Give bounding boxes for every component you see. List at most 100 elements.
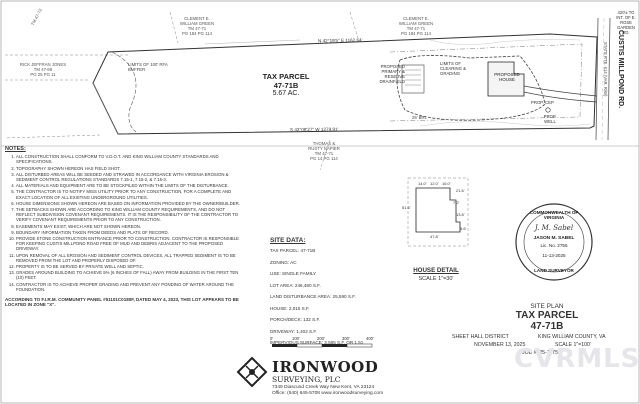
well-label-line: PROP. (543, 114, 557, 119)
parcel-title-line: TAX PARCEL (262, 72, 310, 81)
surveyor-seal (515, 203, 593, 281)
house-dim: 5.6' (460, 226, 467, 231)
adjoiner-north-line: TM 47-71 (187, 26, 207, 31)
note-item: ALL DISTURBED AREAS WILL BE SEEDED AND S… (16, 172, 245, 182)
adjoiner-north-line: TM 47-71 (406, 26, 426, 31)
mls-watermark: CVRMLS (514, 344, 640, 374)
note-item: BOUNDARY INFORMATION TAKEN FROM DEEDS AN… (16, 230, 245, 235)
setback-label: 25' BRL (412, 115, 427, 120)
scale-label: 300' (342, 336, 350, 341)
adjoiner-north-line: PG 184 PG 114 (181, 31, 213, 36)
site-data-row: DRIVEWAY: 1,402 S.F. (270, 328, 317, 334)
well-symbol (545, 107, 551, 113)
ironwood-logo (236, 356, 268, 388)
house-detail-title: HOUSE DETAIL (413, 267, 459, 274)
house-dim: 21.6' (456, 188, 465, 193)
note-item: EASEMENTS MAY EXIST, WHICH ARE NOT SHOWN… (16, 224, 245, 229)
house-label: PROPOSED HOUSE (493, 72, 521, 82)
bearing-south: S 43°08'27" W 1279.91' (289, 126, 339, 133)
adjoiner-north-line: CLEMENT E. (184, 16, 210, 21)
seal-license: Lic. No. 2755 (540, 243, 568, 248)
seal-name: JASON M. SABEL (533, 236, 575, 241)
firm-phone-web: Office: (540) 645-5708 www.ironwoodsurve… (272, 391, 384, 396)
note-item: THE CONTRACTOR IS TO NOTIFY MISS UTILITY… (16, 189, 245, 199)
plan-title: SITE PLAN TAX PARCEL 47-71B (460, 303, 634, 332)
scale-bar (272, 343, 373, 348)
fema-note: ACCORDING TO F.I.R.M. COMMUNITY PANEL #5… (5, 297, 239, 308)
drainfield-label: PROPOSED PRIMARY & RESERVE DRAINFIELD (365, 64, 405, 84)
rfa-buffer-label: LIMITS OF 100' RFA BUFFER (128, 62, 168, 72)
site-data-row: IMPERVIOUS SURFACE: 3,565 S.F. OR 1.51 (270, 340, 364, 345)
adjoiner-west-line: RICK JEFFRAN JONES (19, 62, 67, 67)
site-data-row: LAND DISTURBANCE AREA: 25,590 S.F. (270, 294, 356, 299)
proposed-house (487, 61, 525, 97)
adjoiner-north-line: WILLIAM GREEN (398, 21, 434, 26)
adjoiner-south: THOMAS & RUSTY NAPIER TM 47-71 PG 14 PG … (296, 141, 352, 161)
parcel-acreage: 5.67 AC. (272, 90, 300, 97)
house-dim: 47.8' (430, 234, 439, 239)
adjoiner-north-line: CLEMENT E. (403, 16, 429, 21)
house-dim: 16.0' (442, 181, 451, 186)
site-data-row: ZONING: AC (270, 259, 297, 265)
scale-label: 200' (317, 336, 325, 341)
limits-of-clearing (396, 55, 546, 121)
adjoiner-west: RICK JEFFRAN JONES TM 47-69 PG 25 PG 11 (18, 62, 68, 77)
adjoiner-west-line: TM 47-69 (33, 67, 53, 72)
drainfield-label-line: PROPOSED (380, 64, 405, 69)
note-item: THE SETBACKS SHOWN ARE ACCORDING TO KING… (16, 207, 245, 223)
adjoiner-south-line: TM 47-71 (314, 151, 334, 156)
firm-name: IRONWOOD (272, 358, 379, 376)
seal-ring-bottom: LAND SURVEYOR (534, 268, 574, 273)
limits-clearing-line: CLEARING & (440, 66, 467, 71)
adjoiner-north-line: PG 184 PG 114 (400, 31, 432, 36)
house-detail-scale: SCALE 1"=30' (418, 276, 454, 282)
firm-block: IRONWOOD SURVEYING, PLC (272, 358, 392, 384)
site-data-row: LOT AREA: 246,480 S.F. (270, 282, 321, 288)
well-label-line: WELL (544, 119, 556, 124)
note-item: CONTRACTOR IS TO ACHIEVE PROPER GRADING … (16, 282, 245, 292)
site-data-row: TAX PARCEL: 47-71B (270, 248, 316, 253)
plan-title-parcel: TAX PARCEL (515, 310, 579, 321)
driveway (523, 85, 598, 97)
parcel-boundary (92, 33, 598, 135)
house-label-line: HOUSE (498, 77, 515, 82)
road-name: CUSTIS MILLPOND RD. (617, 30, 624, 109)
site-data-title: SITE DATA: (270, 237, 306, 244)
scale-label: 400' (366, 336, 374, 341)
plan-title-number: 47-71B (530, 321, 564, 332)
note-item: ALL CONSTRUCTION SHALL CONFORM TO V.D.O.… (16, 154, 245, 164)
adjoiner-north-2: CLEMENT E. WILLIAM GREEN TM 47-71 PG 184… (388, 16, 444, 36)
limits-clearing-line: LIMITS OF (440, 61, 462, 66)
notes-title: NOTES: (5, 146, 26, 152)
house-dim: 51.6' (402, 205, 411, 210)
job-number: JOB #: 25-1175 (522, 350, 558, 356)
road-subtitle: STATE RTE. 614 (VAR. R/W) (603, 42, 608, 97)
plan-scale: SCALE 1"=100' (555, 342, 591, 348)
well-label: PROP. WELL (540, 114, 560, 124)
intersection-note: 420'± TO INT. OF E. ROSE GARDEN RD. (616, 10, 636, 35)
note-item: GRADES AROUND BUILDING TO ACHIEVE 5% (6 … (16, 270, 245, 280)
seal-date: 11-13-2025 (542, 253, 566, 258)
limits-clearing-line: GRADING (440, 71, 461, 76)
site-data-row: USE: SINGLE FAMILY (270, 271, 317, 276)
limits-clearing-label: LIMITS OF CLEARING & GRADING (440, 61, 478, 76)
firm-address: 7349 Diascund Creek Way New Kent, VA 231… (272, 385, 375, 390)
house-dim: 13.8' (456, 212, 465, 217)
house-detail-outline (415, 187, 461, 233)
firm-subtitle: SURVEYING, PLC (272, 375, 341, 384)
house-dim: 7.2' (453, 200, 460, 205)
seal-signature: J. M. Sabel (534, 224, 574, 232)
notes-list: ALL CONSTRUCTION SHALL CONFORM TO V.D.O.… (5, 154, 245, 292)
site-data-row: HOUSE: 2,015 S.F. (270, 305, 310, 311)
site-data-row: PORCH/DECK: 132 S.F. (270, 317, 321, 322)
site-data: SITE DATA: TAX PARCEL: 47-71B ZONING: AC… (270, 236, 380, 349)
house-label-line: PROPOSED (494, 72, 520, 77)
plan-title-line: SITE PLAN (530, 303, 564, 310)
note-item: HOUSE DIMENSIONS SHOWN HEREON ARE BASED … (16, 201, 245, 206)
adjoiner-west-line: PG 25 PG 11 (30, 72, 56, 77)
note-item: PROVIDE STONE CONSTRUCTION ENTRANCE PRIO… (16, 236, 245, 252)
parcel-number: 47-71B (273, 81, 299, 90)
note-item: ALL MATERIALS AND EQUIPMENT ARE TO BE ST… (16, 183, 245, 188)
